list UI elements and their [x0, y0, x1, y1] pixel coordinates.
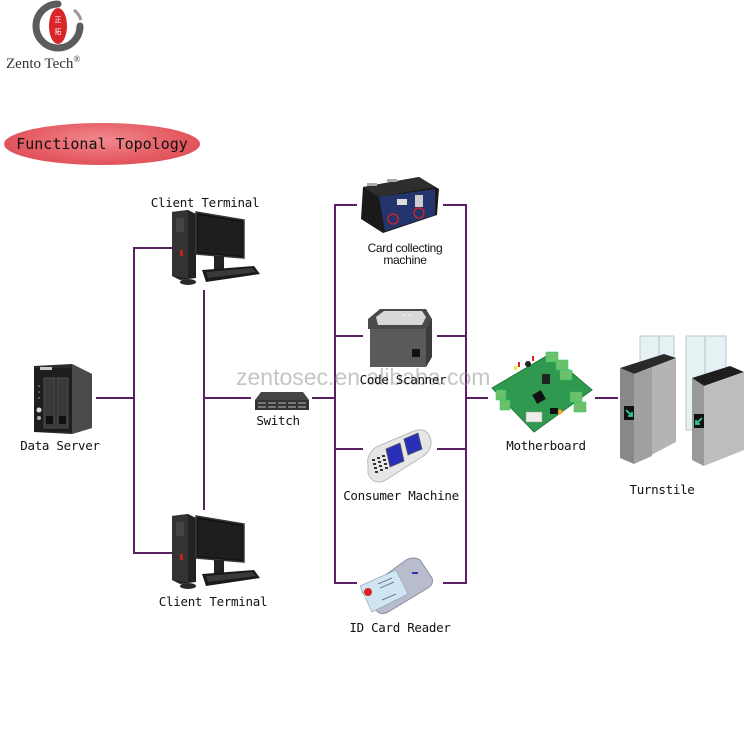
code-scanner-label: Code Scanner	[359, 372, 447, 387]
code-scanner-icon	[368, 309, 432, 367]
id-card-reader-node[interactable]	[358, 556, 434, 616]
card-collecting-machine-icon	[361, 177, 439, 233]
card-collecting-machine-node[interactable]	[357, 175, 443, 237]
svg-text:拓: 拓	[55, 27, 62, 36]
motherboard-label: Motherboard	[506, 438, 586, 453]
link-devices-left	[334, 204, 357, 584]
card-collecting-label-line1: Card collecting	[367, 241, 443, 255]
network-switch-icon	[255, 392, 309, 410]
code-scanner-node[interactable]	[364, 305, 436, 371]
desktop-computer-icon	[172, 514, 260, 589]
logo-ring-icon: 正 拓	[32, 0, 84, 52]
turnstile-node[interactable]	[618, 330, 746, 470]
link-devices-right	[443, 204, 467, 584]
logo: 正 拓	[28, 0, 88, 52]
consumer-machine-node[interactable]	[364, 425, 434, 485]
nas-server-icon	[34, 364, 92, 434]
switch-node[interactable]	[253, 390, 311, 412]
data-server-node[interactable]	[26, 358, 96, 436]
section-title-badge: Functional Topology	[4, 123, 200, 165]
data-server-label: Data Server	[20, 438, 100, 453]
consumer-machine-icon	[367, 429, 432, 483]
card-collecting-label-line2: machine	[383, 253, 427, 267]
motherboard-node[interactable]	[488, 348, 594, 434]
id-card-reader-icon	[359, 557, 433, 615]
link-left-bracket	[133, 247, 172, 554]
client-terminal-bottom-node[interactable]	[166, 512, 262, 592]
watermark: zentosec.en.alibaba.com	[236, 364, 491, 390]
turnstile-icon	[620, 335, 744, 466]
desktop-computer-icon	[172, 210, 260, 285]
id-card-reader-label: ID Card Reader	[349, 620, 451, 635]
client-terminal-top-node[interactable]	[166, 208, 262, 288]
section-title: Functional Topology	[16, 135, 188, 153]
turnstile-label: Turnstile	[629, 482, 695, 497]
svg-text:正: 正	[55, 16, 62, 24]
motherboard-icon	[491, 351, 593, 433]
consumer-machine-label: Consumer Machine	[343, 488, 459, 503]
client-terminal-bottom-label: Client Terminal	[158, 594, 268, 609]
switch-label: Switch	[256, 413, 300, 428]
client-terminal-top-label: Client Terminal	[150, 195, 260, 210]
brand-name: Zento Tech®	[6, 54, 81, 72]
